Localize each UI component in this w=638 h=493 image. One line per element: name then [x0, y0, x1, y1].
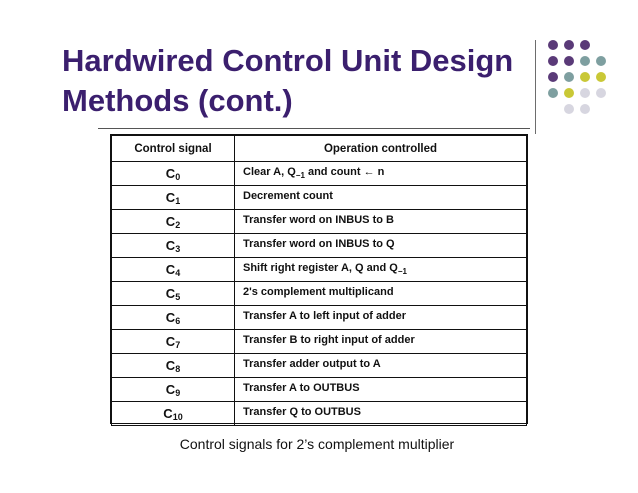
decorative-horizontal-rule [98, 128, 530, 129]
control-signal-cell: C3 [111, 233, 235, 258]
table-row: C7 Transfer B to right input of adder [111, 329, 527, 354]
dot-grey [564, 104, 574, 114]
table-row: C3 Transfer word on INBUS to Q [111, 233, 527, 258]
dot-teal [564, 72, 574, 82]
table-row: C2 Transfer word on INBUS to B [111, 209, 527, 234]
signal-subscript: 0 [175, 171, 181, 182]
table-row: C10 Transfer Q to OUTBUS [111, 401, 527, 426]
table-row: C6 Transfer A to left input of adder [111, 305, 527, 330]
signal-name: C [165, 237, 176, 253]
table-row: C9 Transfer A to OUTBUS [111, 377, 527, 402]
operation-cell: Transfer B to right input of adder [234, 329, 527, 354]
operation-text: Transfer adder output to A [243, 358, 381, 371]
operation-text: Decrement count [243, 190, 333, 203]
signal-name: C [165, 357, 176, 373]
signal-name: C [165, 309, 176, 325]
operation-subscript: −1 [295, 171, 305, 181]
operation-cell: Transfer A to OUTBUS [234, 377, 527, 402]
operation-text-tail: and count ← n [304, 166, 385, 179]
signal-subscript: 9 [175, 387, 181, 398]
control-signal-cell: C0 [111, 161, 235, 186]
signal-subscript: 4 [175, 267, 181, 278]
operation-cell: Transfer adder output to A [234, 353, 527, 378]
signal-name: C [165, 261, 176, 277]
header-operation-controlled: Operation controlled [234, 135, 527, 162]
signal-name: C [165, 165, 176, 181]
operation-text: Transfer word on INBUS to Q [243, 238, 395, 251]
operation-cell: Decrement count [234, 185, 527, 210]
slide-title-line-1: Hardwired Control Unit Design [62, 43, 514, 78]
signal-name: C [165, 381, 176, 397]
control-signal-cell: C8 [111, 353, 235, 378]
operation-cell: Clear A, Q−1 and count ← n [234, 161, 527, 186]
table-row: C1 Decrement count [111, 185, 527, 210]
operation-text: Shift right register A, Q and Q [243, 262, 398, 275]
decorative-dot-grid [546, 40, 612, 120]
dot-teal [548, 88, 558, 98]
control-signal-cell: C5 [111, 281, 235, 306]
control-signal-cell: C2 [111, 209, 235, 234]
signal-name: C [163, 405, 173, 421]
dot-purple [564, 40, 574, 50]
operation-cell: 2's complement multiplicand [234, 281, 527, 306]
operation-cell: Transfer A to left input of adder [234, 305, 527, 330]
table-header-row: Control signal Operation controlled [111, 135, 527, 162]
signal-subscript: 3 [175, 243, 181, 254]
signal-subscript: 7 [175, 339, 181, 350]
slide-title-line-2: Methods (cont.) [62, 83, 293, 118]
operation-text: Transfer Q to OUTBUS [243, 406, 361, 419]
dot-olive [596, 72, 606, 82]
control-signal-cell: C1 [111, 185, 235, 210]
control-signal-cell: C4 [111, 257, 235, 282]
operation-text: Transfer word on INBUS to B [243, 214, 394, 227]
dot-purple [580, 40, 590, 50]
operation-cell: Transfer word on INBUS to B [234, 209, 527, 234]
signal-subscript: 6 [175, 315, 181, 326]
dot-olive [564, 88, 574, 98]
dot-purple [564, 56, 574, 66]
signal-subscript: 8 [175, 363, 181, 374]
signal-name: C [165, 213, 176, 229]
table-caption: Control signals for 2’s complement multi… [0, 436, 638, 452]
operation-cell: Shift right register A, Q and Q−1 [234, 257, 527, 282]
dot-olive [580, 72, 590, 82]
control-signal-cell: C7 [111, 329, 235, 354]
control-signal-cell: C6 [111, 305, 235, 330]
operation-text: 2's complement multiplicand [243, 286, 394, 299]
dot-purple [548, 56, 558, 66]
table-row: C8 Transfer adder output to A [111, 353, 527, 378]
operation-cell: Transfer word on INBUS to Q [234, 233, 527, 258]
control-signal-cell: C10 [111, 401, 235, 426]
signal-subscript: 1 [175, 195, 181, 206]
operation-cell: Transfer Q to OUTBUS [234, 401, 527, 426]
control-signal-cell: C9 [111, 377, 235, 402]
dot-grey [580, 104, 590, 114]
signal-subscript: 2 [175, 219, 181, 230]
operation-text: Transfer A to left input of adder [243, 310, 406, 323]
operation-text: Transfer B to right input of adder [243, 334, 415, 347]
caption-text: Control signals for 2’s complement multi… [179, 436, 455, 452]
dot-grey [580, 88, 590, 98]
dot-purple [548, 72, 558, 82]
operation-subscript: −1 [397, 267, 407, 277]
dot-purple [548, 40, 558, 50]
signal-name: C [165, 189, 176, 205]
signal-subscript: 5 [175, 291, 181, 302]
operation-text: Clear A, Q [243, 166, 296, 179]
header-control-signal: Control signal [111, 135, 235, 162]
slide-title: Hardwired Control Unit Design Methods (c… [62, 41, 532, 121]
signal-name: C [165, 285, 176, 301]
operation-text: Transfer A to OUTBUS [243, 382, 360, 395]
table-row: C5 2's complement multiplicand [111, 281, 527, 306]
dot-teal [596, 56, 606, 66]
signal-subscript: 10 [172, 411, 183, 422]
signal-name: C [165, 333, 176, 349]
dot-teal [580, 56, 590, 66]
dot-grey [596, 88, 606, 98]
decorative-vertical-rule [535, 40, 536, 134]
